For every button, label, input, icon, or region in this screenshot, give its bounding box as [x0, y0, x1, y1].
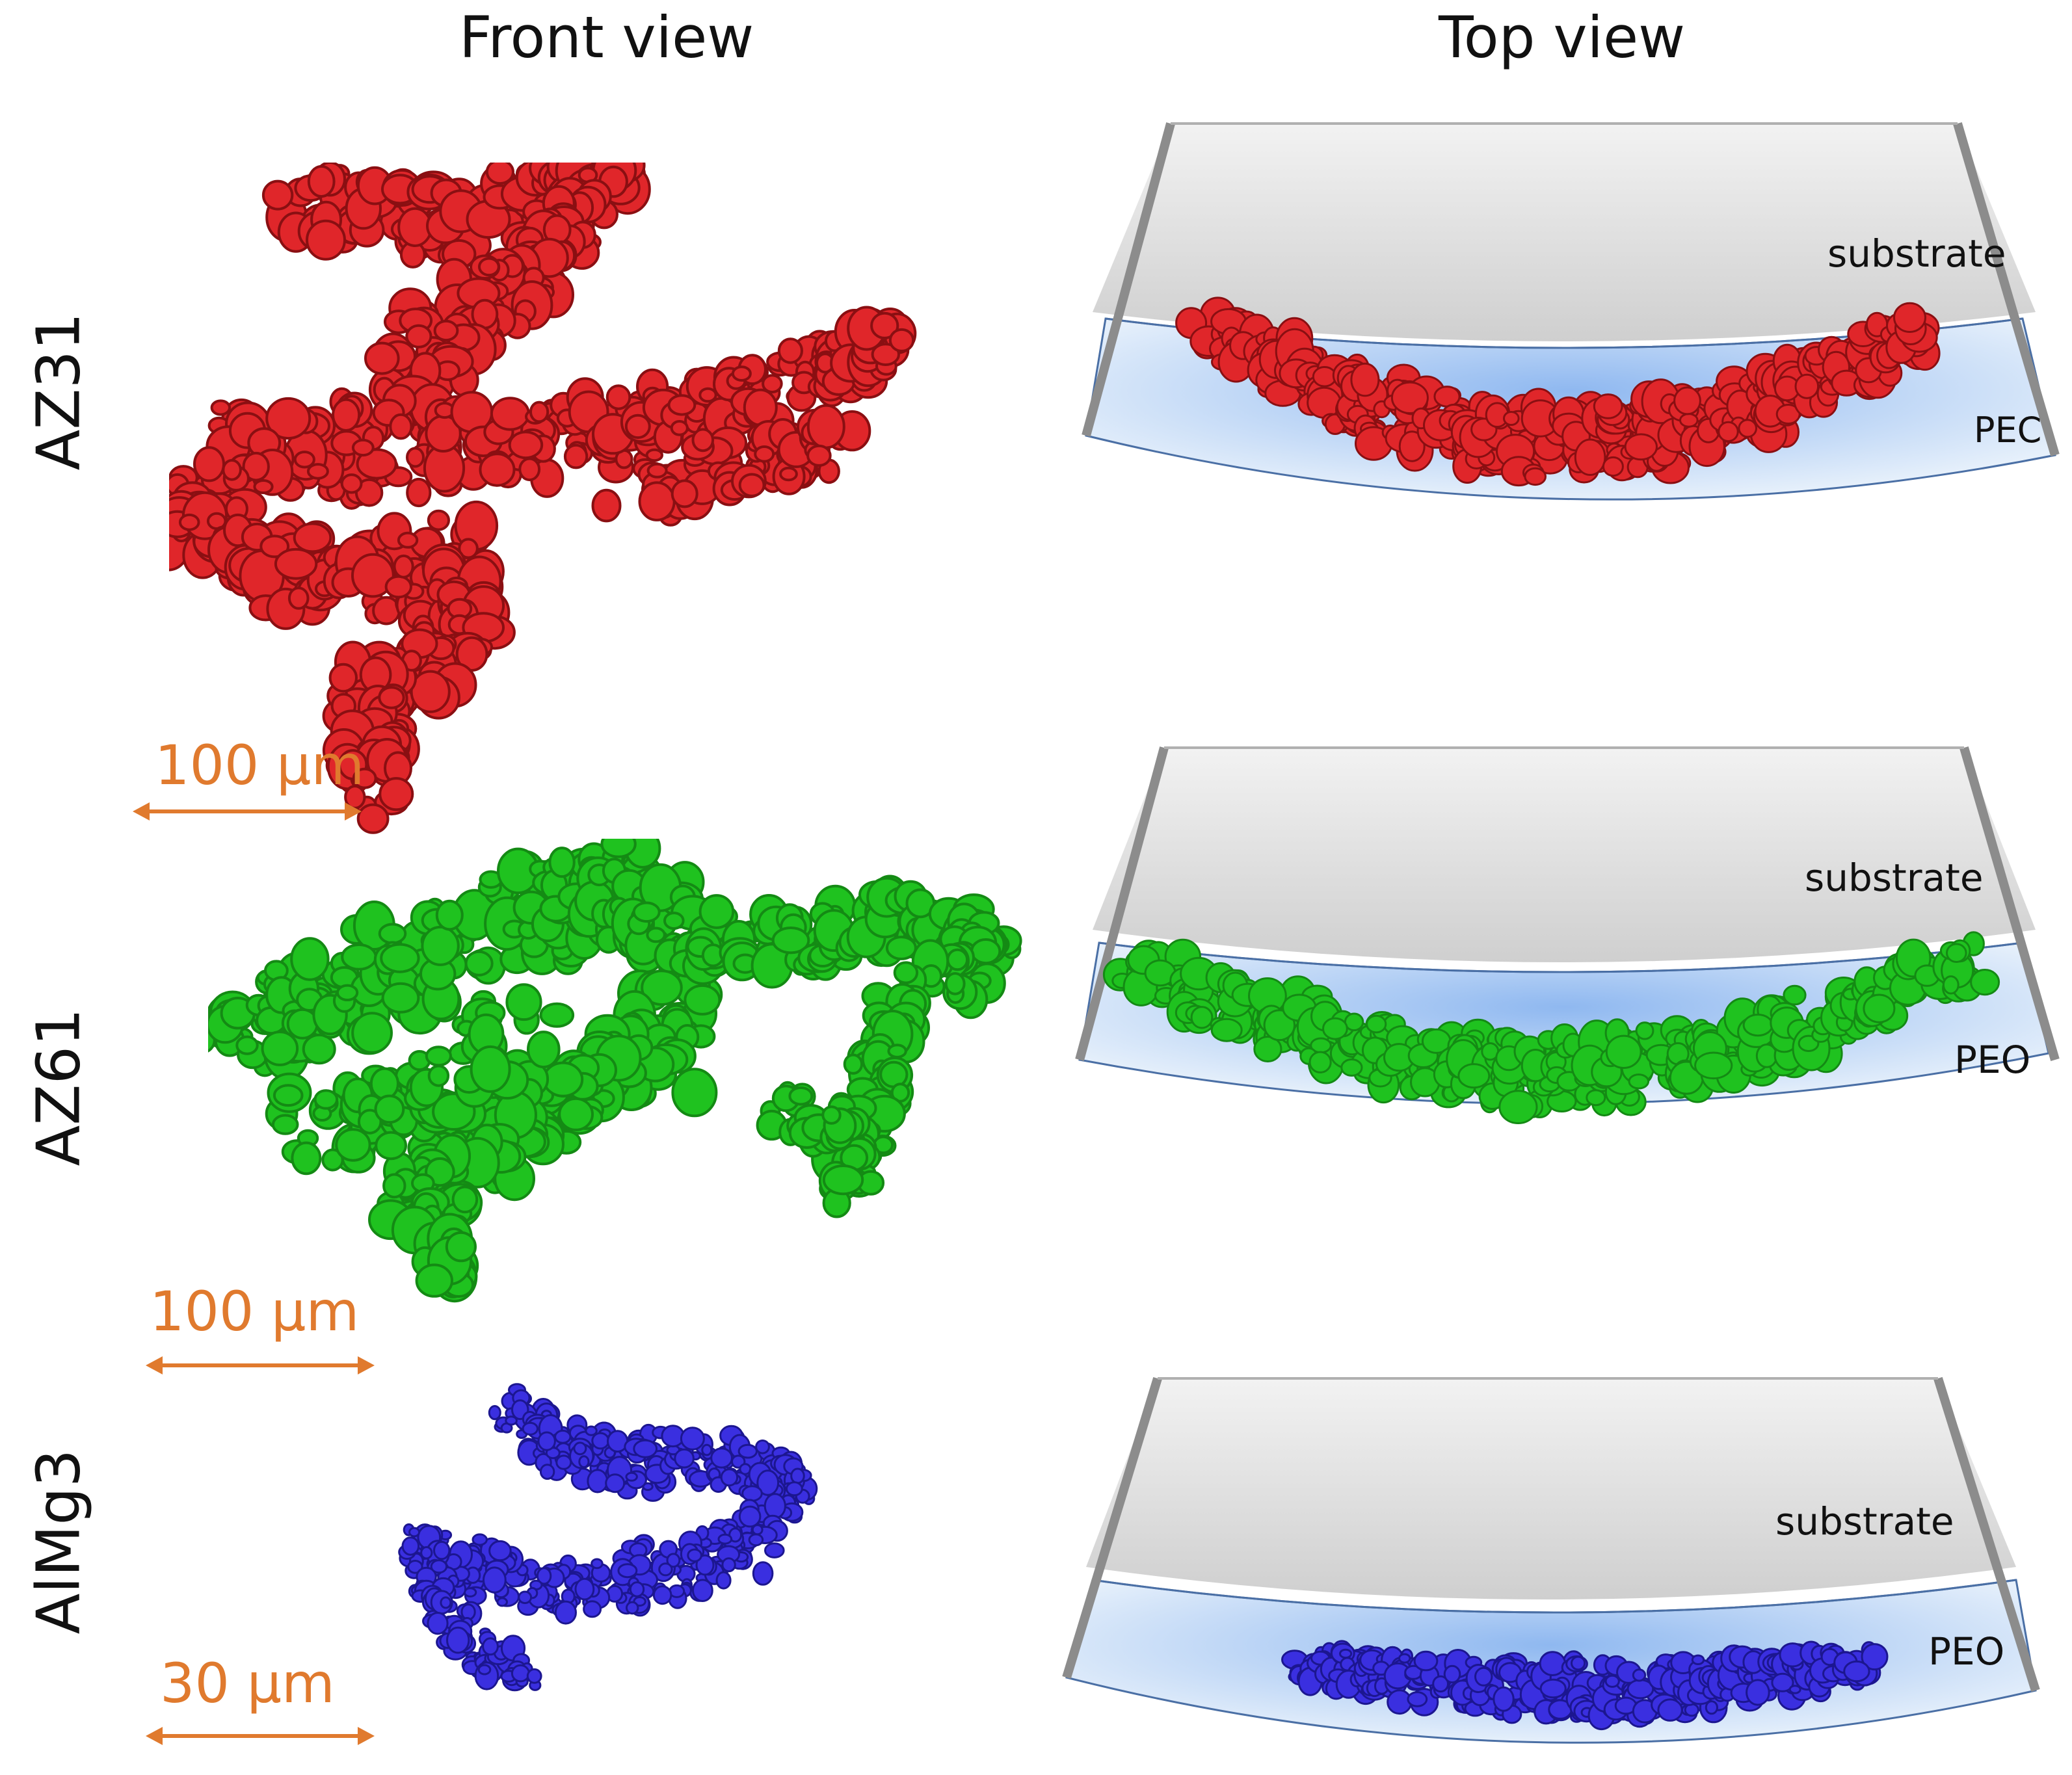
top-view-almg3-particle: [1281, 1640, 1889, 1731]
substrate-label-almg3: substrate: [1775, 1499, 1954, 1544]
top-view-az31-particle: [1175, 296, 1941, 487]
top-view-header: Top view: [1439, 4, 1686, 71]
scale-label-az61: 100 µm: [150, 1280, 360, 1343]
front-view-header: Front view: [459, 4, 754, 71]
top-view-az31-panel: substrate PEC: [1082, 122, 2060, 501]
substrate-label-az61: substrate: [1805, 856, 1984, 900]
row-label-almg3: AlMg3: [23, 1449, 94, 1635]
peo-label-almg3: PEO: [1928, 1629, 2004, 1674]
front-view-almg3-blob: [398, 1383, 818, 1692]
peo-label-az61: PEO: [1954, 1038, 2030, 1082]
scale-label-az31: 100 µm: [155, 733, 365, 797]
top-view-az61-panel: substrate PEO: [1075, 746, 2060, 1124]
scale-arrow-almg3: [146, 1727, 375, 1745]
scale-arrow-az61: [146, 1356, 375, 1374]
peo-label-az31: PEC: [1974, 410, 2041, 451]
substrate-label-az31: substrate: [1827, 231, 2006, 276]
top-view-az61-particle: [1102, 931, 2000, 1124]
row-label-az31: AZ31: [23, 312, 94, 471]
scale-arrow-az31: [133, 802, 362, 821]
row-label-az61: AZ61: [23, 1008, 94, 1166]
top-view-almg3-panel: substrate PEO: [1062, 1376, 2040, 1744]
front-view-az31-blob: [169, 163, 917, 834]
front-view-az61-blob: [208, 839, 1022, 1303]
scale-label-almg3: 30 µm: [160, 1651, 335, 1715]
